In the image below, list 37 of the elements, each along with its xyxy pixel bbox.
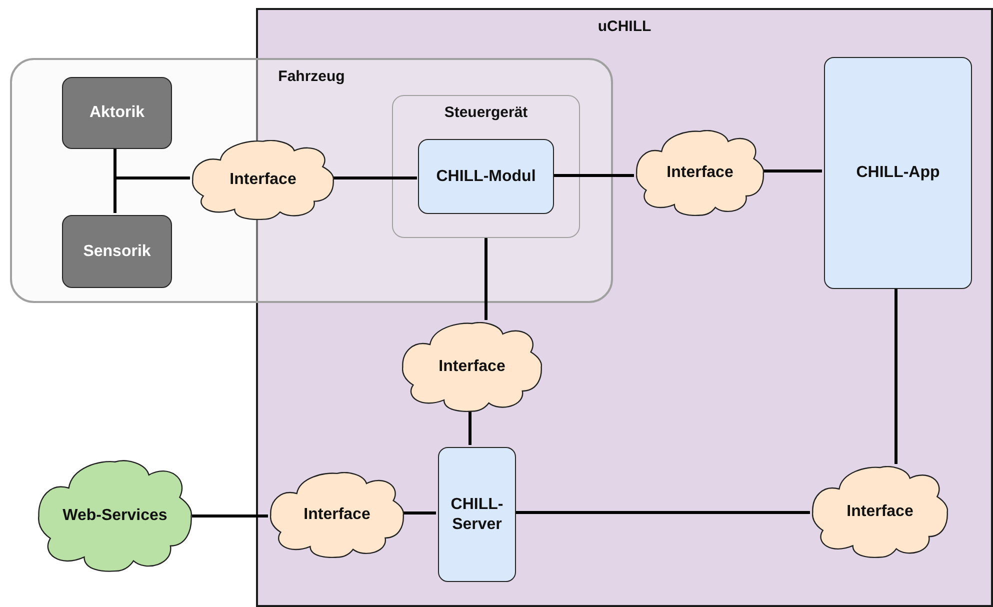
interface-cloud bbox=[402, 322, 542, 412]
container-title: uCHILL bbox=[598, 18, 652, 37]
component-box bbox=[62, 77, 172, 149]
interface-cloud bbox=[636, 130, 764, 216]
service-cloud bbox=[38, 460, 192, 572]
node-label: CHILL-Server bbox=[450, 494, 504, 534]
node-label: CHILL-App bbox=[856, 163, 940, 183]
node-label: Interface bbox=[666, 163, 734, 183]
node-label: Interface bbox=[846, 502, 914, 522]
connector-line bbox=[762, 170, 822, 172]
node-label: Interface bbox=[230, 170, 296, 190]
connector-line bbox=[332, 176, 417, 180]
device-container bbox=[392, 95, 580, 238]
module-box bbox=[824, 57, 972, 289]
node-label: Interface bbox=[438, 357, 506, 377]
connector-line bbox=[514, 511, 810, 514]
connector-line bbox=[192, 514, 268, 518]
module-box bbox=[438, 447, 516, 582]
connector-line bbox=[468, 410, 472, 445]
node-label: Aktorik bbox=[89, 103, 145, 123]
component-box bbox=[62, 215, 172, 288]
node-label: Sensorik bbox=[83, 242, 151, 262]
interface-cloud bbox=[192, 140, 334, 220]
connector-line bbox=[402, 512, 436, 514]
module-box bbox=[418, 139, 554, 214]
node-label: Interface bbox=[304, 505, 370, 525]
node-label: Web-Services bbox=[62, 506, 168, 526]
group-container bbox=[10, 58, 613, 303]
connector-line bbox=[894, 287, 898, 464]
connector-line bbox=[553, 174, 634, 177]
connector-line bbox=[484, 238, 488, 320]
container-title: Fahrzeug bbox=[278, 68, 345, 87]
interface-cloud bbox=[270, 472, 404, 558]
interface-cloud bbox=[812, 466, 948, 558]
container-title: Steuergerät bbox=[444, 104, 528, 123]
connector-line bbox=[114, 176, 190, 213]
node-label: CHILL-Modul bbox=[436, 166, 536, 186]
